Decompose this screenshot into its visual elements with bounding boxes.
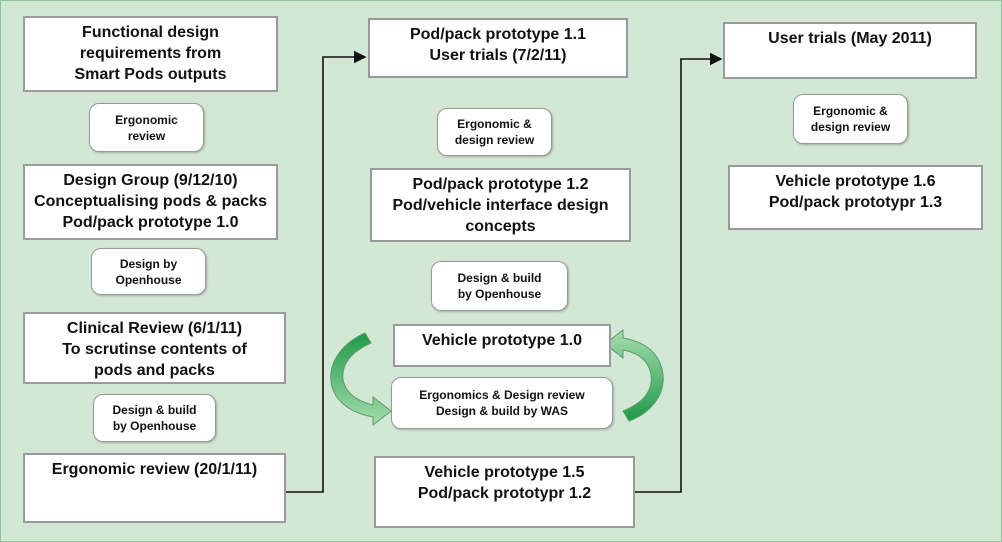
text-line: User trials (May 2011): [768, 30, 932, 47]
box-pod-pack-prototype-1-1: Pod/pack prototype 1.1 User trials (7/2/…: [368, 18, 628, 78]
text-line: Conceptualising pods & packs: [34, 193, 267, 210]
box-user-trials-may-2011: User trials (May 2011): [723, 22, 977, 79]
text-line: Design by: [119, 256, 178, 271]
text-line: Ergonomics & Design review: [419, 388, 585, 402]
text-line: by Openhouse: [112, 419, 197, 433]
text-line: design review: [810, 120, 891, 134]
connector-col1-to-col2: [285, 50, 367, 493]
box-vehicle-prototype-1-5: Vehicle prototype 1.5 Pod/pack prototypr…: [374, 456, 635, 528]
text-line: To scrutinse contents of: [62, 341, 247, 358]
box-clinical-review: Clinical Review (6/1/11) To scrutinse co…: [23, 312, 286, 384]
text-line: requirements from: [79, 45, 222, 62]
text-line: Clinical Review (6/1/11): [66, 320, 243, 337]
box-design-group: Design Group (9/12/10) Conceptualising p…: [23, 164, 278, 240]
text-line: Design & build: [457, 271, 542, 285]
cycle-arrow-right-icon: [604, 328, 664, 422]
text-line: Vehicle prototype 1.5: [424, 464, 585, 481]
text-line: concepts: [465, 218, 536, 235]
connector-col2-to-col3: [635, 52, 723, 493]
box-vehicle-prototype-1-0: Vehicle prototype 1.0: [393, 324, 611, 367]
box-vehicle-prototype-1-6: Vehicle prototype 1.6 Pod/pack prototypr…: [728, 165, 983, 230]
box-ergonomic-review-20-1-11: Ergonomic review (20/1/11): [23, 453, 286, 523]
text-line: User trials (7/2/11): [429, 47, 567, 64]
box-pod-pack-prototype-1-2: Pod/pack prototype 1.2 Pod/vehicle inter…: [370, 168, 631, 242]
text-line: Functional design: [82, 24, 219, 41]
cycle-arrow-left-icon: [330, 332, 392, 427]
text-line: by Openhouse: [457, 287, 542, 301]
note-design-build-openhouse-1: Design & build by Openhouse: [93, 394, 216, 442]
text-line: Pod/pack prototype 1.1: [409, 26, 587, 43]
note-ergonomics-design-build-was: Ergonomics & Design review Design & buil…: [391, 377, 613, 429]
text-line: Openhouse: [115, 272, 182, 287]
note-ergonomic-review: Ergonomic review: [89, 103, 204, 152]
text-line: design review: [454, 133, 535, 147]
note-ergonomic-design-review-1: Ergonomic & design review: [437, 108, 552, 156]
note-ergonomic-design-review-2: Ergonomic & design review: [793, 94, 908, 144]
text-line: Pod/pack prototypr 1.3: [768, 194, 943, 211]
text-line: Design & build: [112, 403, 197, 417]
text-line: Ergonomic &: [457, 117, 532, 131]
text-line: Ergonomic review (20/1/11): [51, 461, 258, 478]
text-line: pods and packs: [94, 362, 215, 379]
text-line: Ergonomic: [115, 112, 178, 127]
text-line: review: [127, 128, 166, 143]
text-line: Smart Pods outputs: [74, 66, 227, 83]
note-design-build-openhouse-2: Design & build by Openhouse: [431, 261, 568, 311]
box-functional-design-requirements: Functional design requirements from Smar…: [23, 16, 278, 92]
text-line: Design Group (9/12/10): [63, 172, 238, 189]
text-line: Vehicle prototype 1.0: [421, 332, 583, 349]
text-line: Vehicle prototype 1.6: [775, 173, 936, 190]
text-line: Pod/vehicle interface design: [392, 197, 609, 214]
text-line: Design & build by WAS: [435, 404, 568, 418]
text-line: Ergonomic &: [813, 104, 888, 118]
text-line: Pod/pack prototype 1.2: [412, 176, 589, 193]
text-line: Pod/pack prototypr 1.2: [417, 485, 592, 502]
text-line: Pod/pack prototype 1.0: [62, 214, 239, 231]
note-design-by-openhouse: Design by Openhouse: [91, 248, 206, 295]
